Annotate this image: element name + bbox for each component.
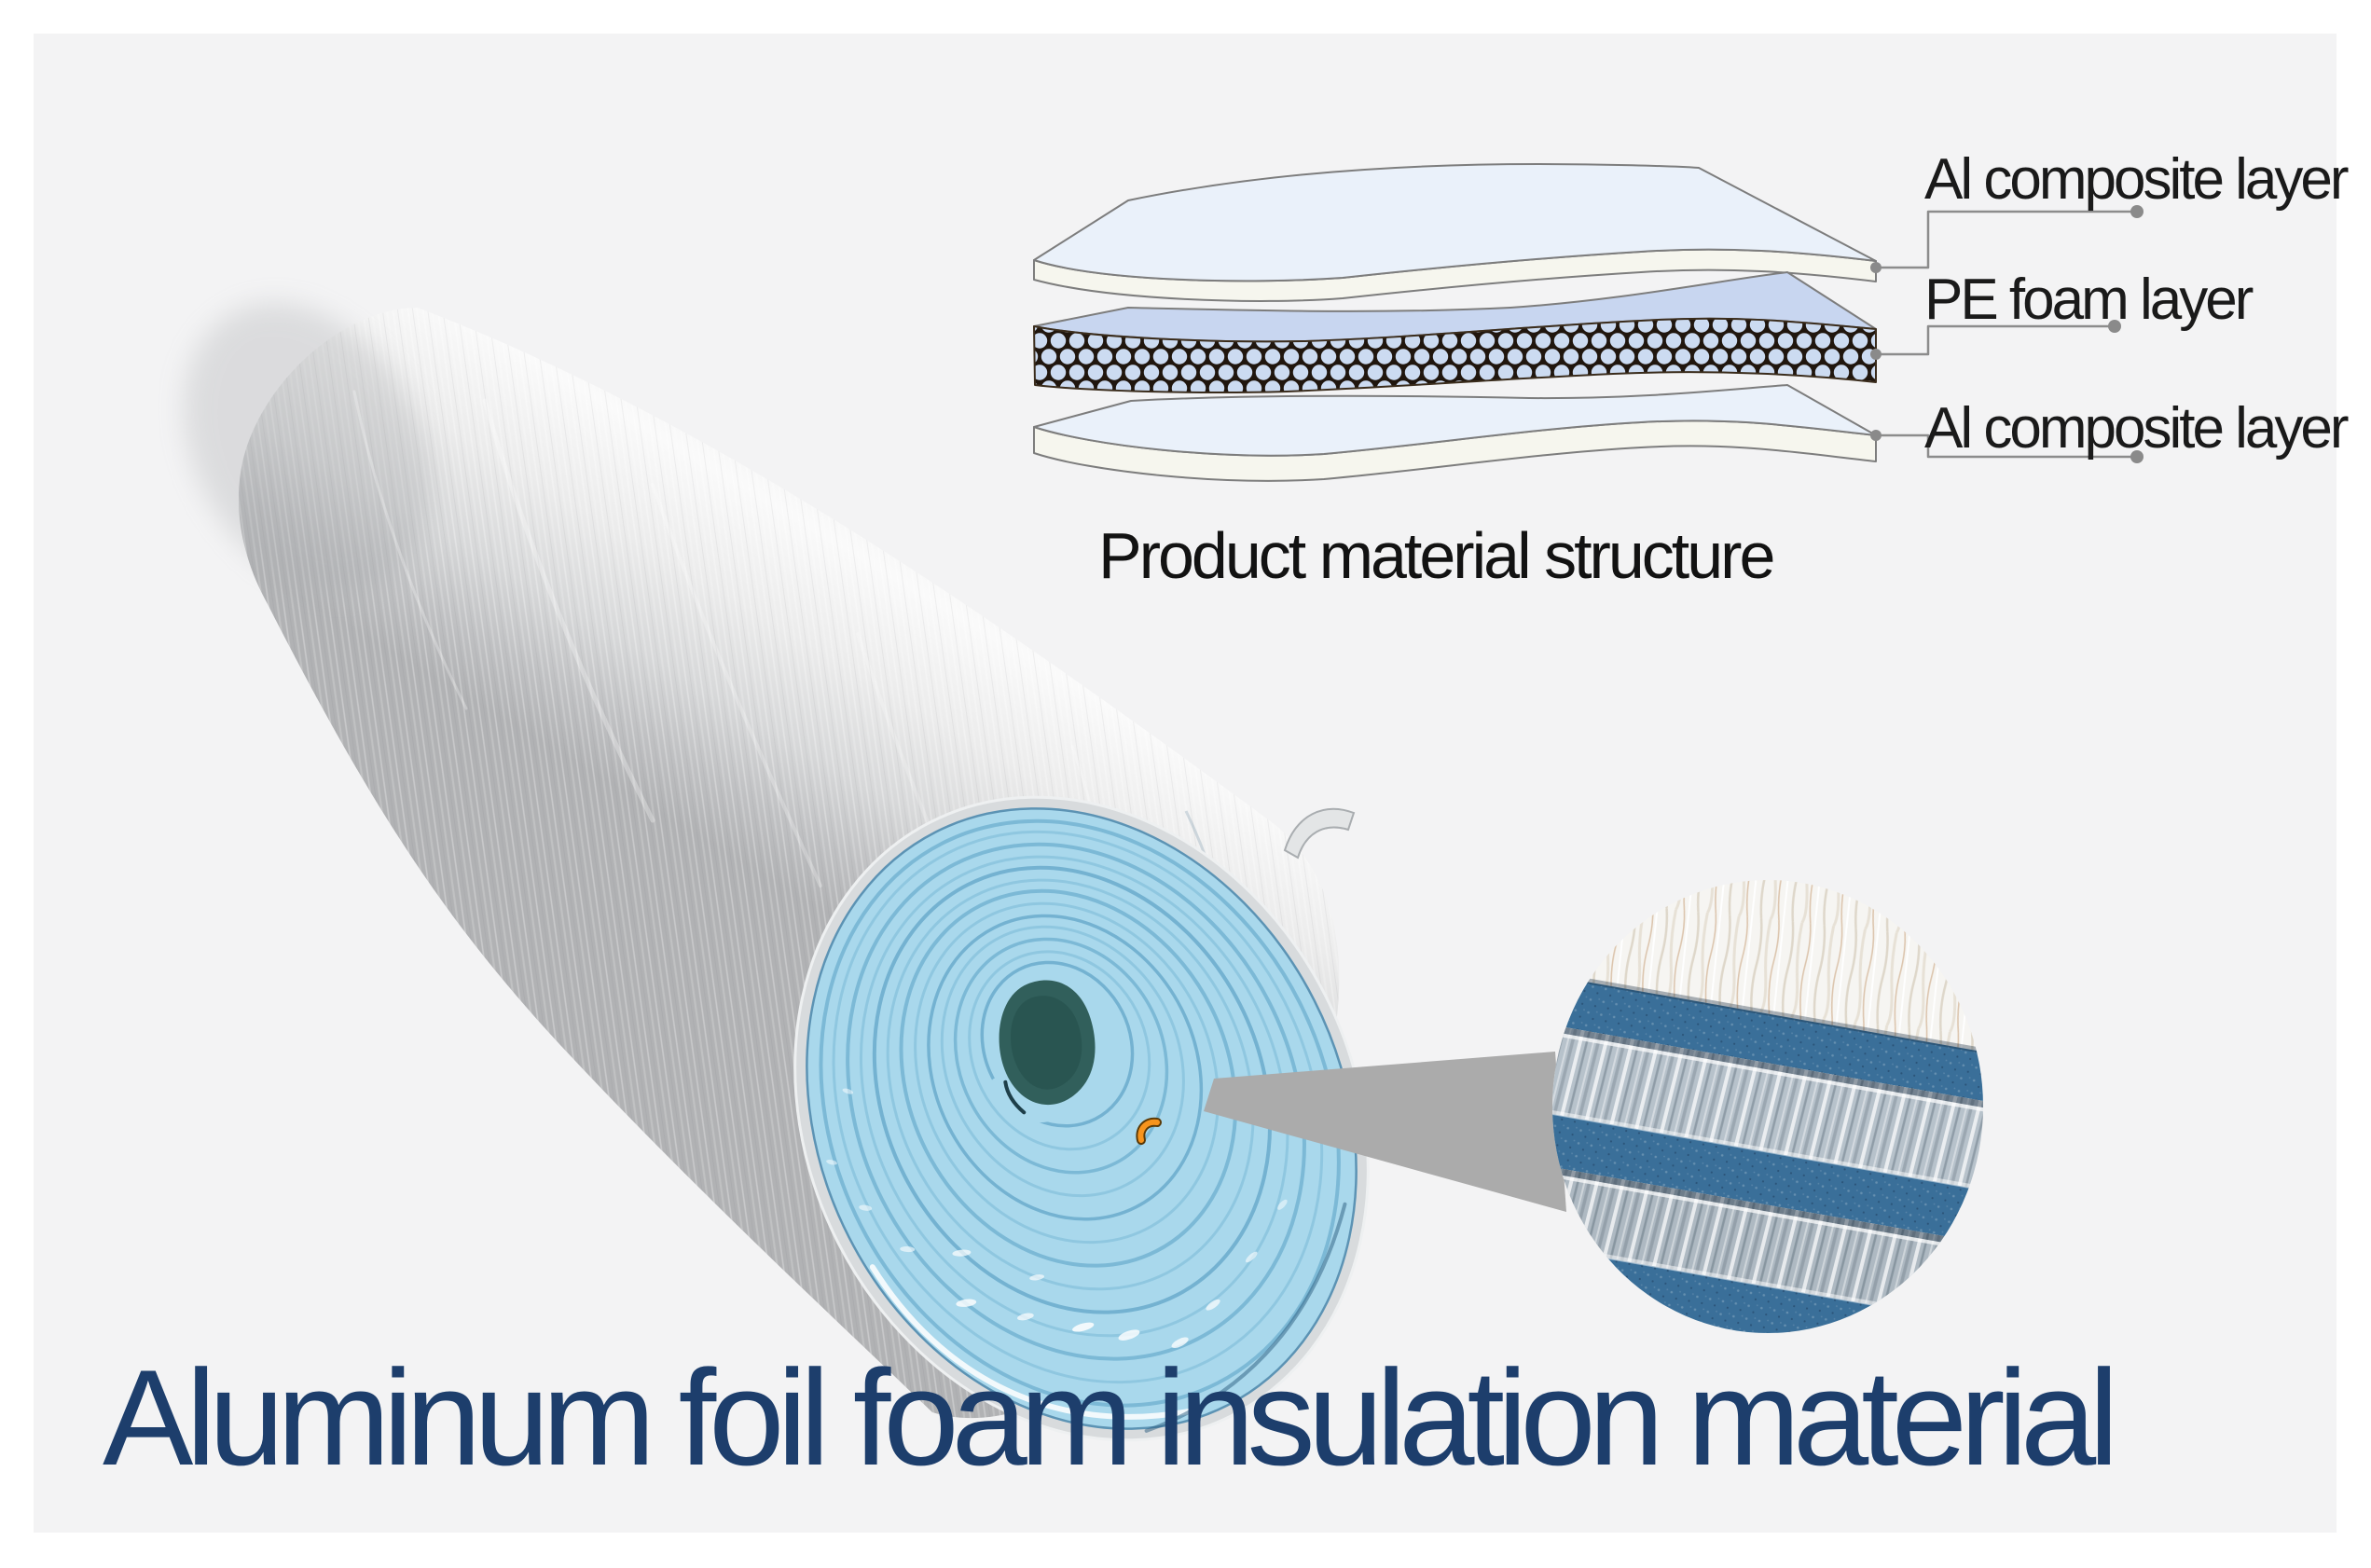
leader-line-al-top (1876, 210, 2137, 269)
leader-dot (2130, 205, 2144, 218)
roll-core-hole-shadow (1011, 996, 1082, 1090)
pe-foam-sheet (1033, 271, 1877, 394)
al-top-surface (1033, 163, 1877, 282)
diagram-caption: Product material structure (1098, 519, 1775, 592)
watermark-mark (1136, 1117, 1162, 1145)
core-sheet-slit (1003, 1080, 1027, 1115)
zoom-callout-wedge (1204, 1052, 1566, 1212)
label-al-composite-top: Al composite layer (1924, 147, 2350, 212)
leader-line-al-bottom (1876, 433, 2137, 459)
leader-dot (2130, 450, 2144, 463)
leader-dot (2108, 320, 2121, 333)
face-rim-light (869, 1264, 1192, 1420)
leader-dot (1870, 262, 1882, 273)
face-foam-disc (806, 807, 1358, 1430)
label-pe-foam: PE foam layer (1924, 268, 2254, 332)
label-al-composite-bottom: Al composite layer (1924, 396, 2350, 461)
pe-foam-honeycomb-edge (1033, 317, 1877, 394)
roll-foam-spiral-face (793, 795, 1370, 1442)
al-composite-sheet-top (1033, 163, 1877, 302)
roll-outer-lip (1283, 807, 1356, 860)
leader-lines (1870, 205, 2144, 463)
detail-foam-band (1552, 1107, 1983, 1246)
roll-cap-shade (184, 303, 432, 592)
leader-dot (1870, 349, 1882, 360)
face-rim-shade (1144, 1202, 1347, 1433)
leader-line-pe (1876, 324, 2115, 356)
material-structure-diagram (1033, 163, 2144, 482)
detail-white-foil (1552, 880, 1983, 1061)
face-sparkles (826, 1088, 1288, 1349)
spiral-rings (819, 818, 1341, 1408)
al-composite-sheet-bottom (1033, 384, 1877, 482)
page-title: Aluminum foil foam insulation material (103, 1341, 2119, 1493)
detail-foam-band (1552, 972, 1983, 1108)
foil-roll (184, 303, 1370, 1442)
al-bottom-surface (1033, 384, 1877, 457)
leader-dot (1870, 430, 1882, 441)
